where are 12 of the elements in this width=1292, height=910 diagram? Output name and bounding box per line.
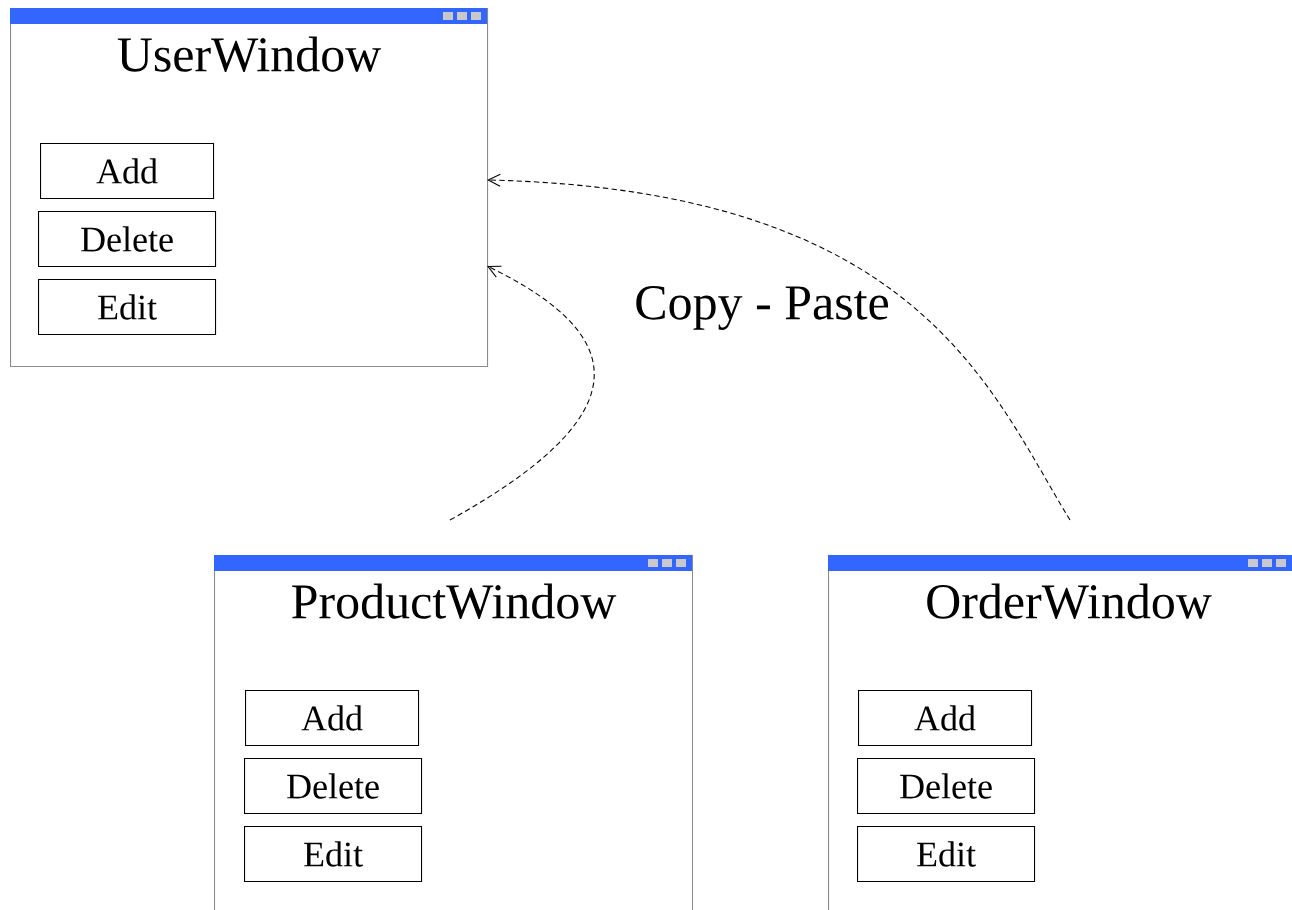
- button: Delete: [244, 758, 423, 815]
- dashed-arrow: [449, 265, 595, 521]
- button: Delete: [38, 211, 217, 268]
- button: Edit: [38, 279, 217, 336]
- button: Edit: [857, 826, 1036, 883]
- dashed-arrow: [487, 173, 1071, 521]
- button: Add: [245, 690, 420, 747]
- button: Add: [858, 690, 1033, 747]
- annotation: Copy - Paste: [636, 286, 889, 330]
- button: Delete: [857, 758, 1036, 815]
- button: Edit: [244, 826, 423, 883]
- button: Add: [40, 143, 215, 200]
